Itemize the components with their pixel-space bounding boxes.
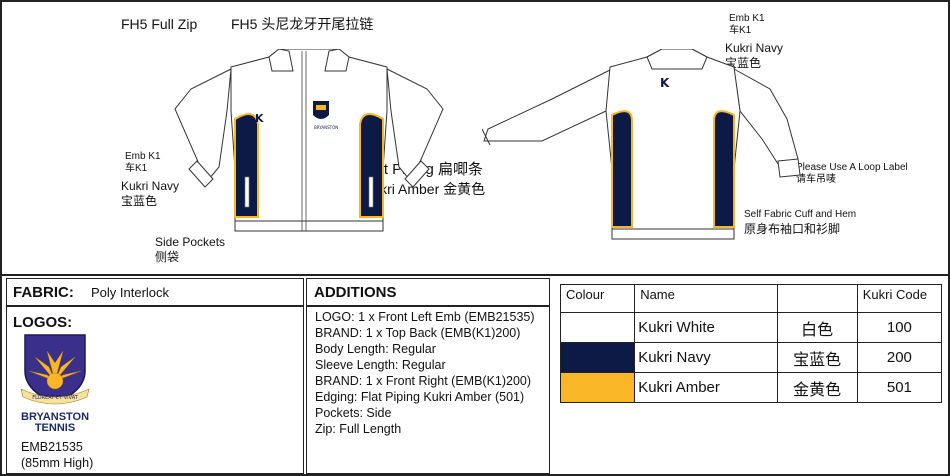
cuff-hem-note: Self Fabric Cuff and Hem — [744, 209, 857, 220]
garment-drawing-area: FH5 Full Zip FH5 头尼龙牙开尾拉链 Emb K1 车K1 Kuk… — [4, 4, 948, 274]
crest-motto: FLOREAT·ET·VIVAT — [32, 395, 79, 401]
fabric-label: FABRIC: — [13, 284, 74, 301]
side-pockets-label: Side Pockets — [155, 235, 226, 249]
additions-label: ADDITIONS — [314, 284, 397, 301]
colour-swatch-navy — [559, 342, 636, 373]
bryanston-crest-logo: FLOREAT·ET·VIVAT — [20, 334, 90, 405]
fabric-value: Poly Interlock — [91, 285, 170, 300]
table-row: Kukri Amber 金黄色 501 — [559, 372, 943, 403]
additions-line: BRAND: 1 x Top Back (EMB(K1)200) — [315, 326, 521, 340]
table-row: Kukri White 白色 100 — [559, 312, 943, 343]
colour-swatch-white — [559, 312, 636, 343]
logos-label: LOGOS: — [13, 314, 73, 331]
back-emb-colour: Kukri Navy — [725, 41, 784, 55]
svg-text:K: K — [660, 76, 670, 90]
additions-line: Edging: Flat Piping Kukri Amber (501) — [315, 390, 525, 404]
section-divider — [2, 274, 948, 276]
colour-table: Colour Name Kukri Code Kukri White 白色 10… — [559, 284, 943, 403]
back-emb-label-cn: 车K1 — [729, 25, 752, 36]
colour-code: 501 — [856, 372, 943, 403]
colour-name-cn: 金黄色 — [776, 372, 858, 403]
colour-swatch-amber — [559, 372, 636, 403]
front-emb-colour: Kukri Navy — [121, 179, 180, 193]
colour-code: 200 — [856, 342, 943, 373]
additions-header: ADDITIONS — [306, 278, 550, 306]
colour-name: Kukri Amber — [634, 372, 778, 403]
additions-line: Sleeve Length: Regular — [315, 358, 446, 372]
table-row: Kukri Navy 宝蓝色 200 — [559, 342, 943, 373]
colour-name-cn: 白色 — [776, 312, 858, 343]
logo-word-2: TENNIS — [34, 422, 76, 434]
colour-panel: Colour Name Kukri Code Kukri White 白色 10… — [552, 278, 948, 474]
logo-word-1: BRYANSTON — [21, 411, 90, 423]
colour-name: Kukri White — [634, 312, 778, 343]
jacket-front-drawing: K BRYANSTON — [174, 49, 444, 232]
additions-panel: LOGO: 1 x Front Left Emb (EMB21535) BRAN… — [306, 306, 550, 474]
loop-label-note: Please Use A Loop Label — [796, 162, 908, 173]
colour-name-cn: 宝蓝色 — [776, 342, 858, 373]
front-emb-label-cn: 车K1 — [125, 163, 148, 174]
col-header-code: Kukri Code — [856, 284, 943, 313]
additions-line: Zip: Full Length — [315, 422, 402, 436]
additions-line: LOGO: 1 x Front Left Emb (EMB21535) — [315, 310, 535, 324]
cuff-hem-note-cn: 原身布袖口和衫脚 — [744, 222, 841, 236]
svg-text:BRYANSTON: BRYANSTON — [314, 125, 338, 130]
back-emb-label: Emb K1 — [729, 13, 765, 24]
logos-panel: LOGOS: FLOREAT·ET·VIVAT BRYANSTON TENNIS… — [6, 306, 304, 474]
colour-name: Kukri Navy — [634, 342, 778, 373]
colour-table-header: Colour Name Kukri Code — [559, 284, 943, 313]
logo-wordmark: BRYANSTON TENNIS — [21, 412, 89, 434]
product-title-cn: FH5 头尼龙牙开尾拉链 — [231, 16, 374, 32]
colour-code: 100 — [856, 312, 943, 343]
col-header-cn — [776, 284, 858, 313]
additions-line: Pockets: Side — [315, 406, 392, 420]
product-title: FH5 Full Zip — [121, 16, 198, 32]
loop-label-note-cn: 请车吊唛 — [796, 174, 836, 185]
col-header-colour: Colour — [559, 284, 636, 313]
jacket-back-drawing: K — [482, 49, 801, 240]
svg-text:K: K — [255, 112, 264, 125]
col-header-name: Name — [634, 284, 778, 313]
logo-size: (85mm High) — [21, 456, 94, 470]
front-emb-label: Emb K1 — [125, 151, 161, 162]
additions-line: BRAND: 1 x Front Right (EMB(K1)200) — [315, 374, 532, 388]
side-pockets-label-cn: 侧袋 — [155, 250, 180, 264]
fabric-panel: FABRIC: Poly Interlock — [6, 278, 304, 306]
additions-line: Body Length: Regular — [315, 342, 436, 356]
front-emb-colour-cn: 宝蓝色 — [121, 194, 158, 208]
logo-code: EMB21535 — [21, 440, 83, 454]
